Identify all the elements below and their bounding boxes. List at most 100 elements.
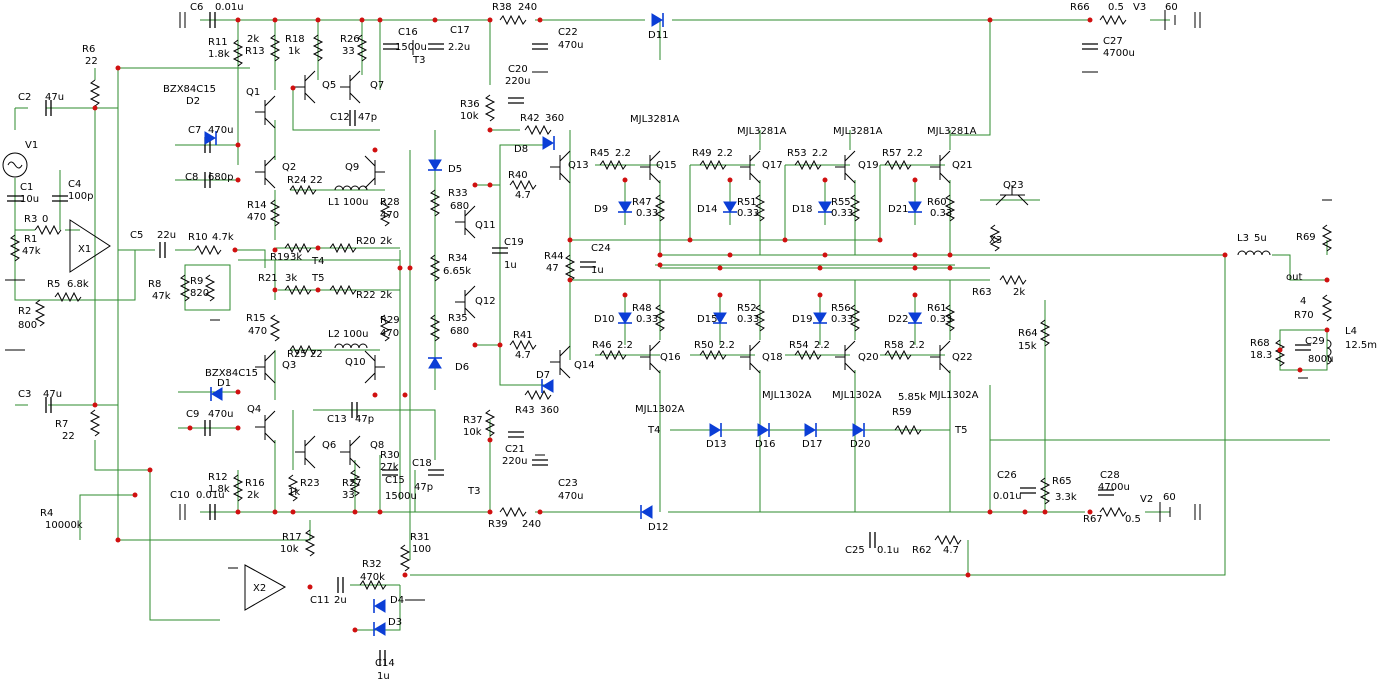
label-X3: X3: [989, 235, 1002, 246]
value-C21: 220u: [502, 456, 527, 467]
value-R40: 4.7: [515, 190, 531, 201]
value-C26: 0.01u: [993, 491, 1022, 502]
value-L2: 100u: [343, 329, 368, 340]
label-R50: R50: [694, 340, 714, 351]
value-C22: 470u: [558, 40, 583, 51]
value-C6: 0.01u: [215, 2, 244, 13]
label-T5a: T5: [311, 273, 324, 284]
value-R53: 2.2: [812, 148, 828, 159]
label-C26: C26: [997, 470, 1017, 481]
label-R38: R38: [492, 2, 512, 13]
label-D22: D22: [888, 314, 908, 325]
label-R16: R16: [245, 478, 265, 489]
label-C28: C28: [1100, 470, 1120, 481]
label-C13: C13: [327, 414, 347, 425]
label-R32: R32: [362, 559, 382, 570]
value-R44: 47: [546, 263, 559, 274]
value-R41: 4.7: [515, 350, 531, 361]
label-R63: R63: [972, 287, 992, 298]
value-C24: 1u: [591, 265, 604, 276]
label-R21: R21: [258, 273, 278, 284]
label-Q1: Q1: [246, 87, 260, 98]
value-R66: 0.5: [1108, 2, 1124, 13]
label-Q7: Q7: [370, 80, 384, 91]
label-R54: R54: [789, 340, 809, 351]
inductors: [334, 185, 1332, 365]
label-D16: D16: [755, 439, 775, 450]
value-C19: 1u: [504, 260, 517, 271]
label-X1: X1: [78, 244, 91, 255]
label-C9: C9: [186, 409, 199, 420]
label-X2: X2: [253, 583, 266, 594]
value-R25: 22: [310, 349, 323, 360]
value-C9: 470u: [208, 409, 233, 420]
label-C11: C11: [310, 595, 330, 606]
label-R12: R12: [208, 472, 228, 483]
label-C23: C23: [558, 478, 578, 489]
label-L2: L2: [328, 329, 340, 340]
label-D12: D12: [648, 522, 668, 533]
label-D7: D7: [536, 370, 550, 381]
label-C21: C21: [505, 444, 525, 455]
label-R34: R34: [448, 253, 468, 264]
value-R1: 47k: [22, 246, 41, 257]
value-R35: 680: [450, 326, 469, 337]
component-labels: C6 0.01u R38 240 R66 0.5 V3 60 R11 1.8k …: [18, 2, 1377, 682]
value-R49: 2.2: [717, 148, 733, 159]
label-R17: R17: [282, 532, 302, 543]
label-R61: R61: [927, 303, 947, 314]
label-MJL3281A-4: MJL3281A: [927, 126, 977, 137]
value-C20: 220u: [505, 76, 530, 87]
label-C2: C2: [18, 92, 31, 103]
label-Q8: Q8: [370, 440, 384, 451]
value-R3: 0: [42, 214, 48, 225]
label-D19: D19: [792, 314, 812, 325]
value-C2: 47u: [45, 92, 64, 103]
label-D3: D3: [388, 617, 402, 628]
value-R7: 22: [62, 431, 75, 442]
label-R28: R28: [380, 197, 400, 208]
value-R20: 2k: [380, 236, 392, 247]
label-D4: D4: [390, 595, 404, 606]
label-R2: R2: [18, 306, 31, 317]
label-R41: R41: [513, 330, 533, 341]
value-R30: 27k: [380, 462, 399, 473]
label-V1: V1: [25, 140, 38, 151]
value-R46: 2.2: [617, 340, 633, 351]
label-C5: C5: [130, 230, 143, 241]
value-R59: 5.85k: [898, 392, 926, 403]
label-R9: R9: [190, 276, 203, 287]
label-Q22: Q22: [952, 352, 973, 363]
label-D14: D14: [697, 204, 717, 215]
value-C3: 47u: [43, 389, 62, 400]
diodes: [204, 13, 922, 636]
label-C25: C25: [845, 545, 865, 556]
value-R19: 3k: [290, 252, 302, 263]
label-R70: R70: [1294, 310, 1314, 321]
value-R51: 0.33: [737, 208, 759, 219]
label-R24: R24: [287, 175, 307, 186]
value-R26: 33: [342, 46, 355, 57]
label-R13: R13: [245, 46, 265, 57]
label-Q10: Q10: [345, 357, 366, 368]
value-C8: 680p: [208, 172, 233, 183]
value-R8: 47k: [152, 291, 171, 302]
value-C29: 800u: [1308, 354, 1333, 365]
label-L4: L4: [1345, 326, 1357, 337]
label-R25: R25: [287, 349, 307, 360]
label-R43: R43: [515, 405, 535, 416]
value-R23: 1k: [288, 487, 300, 498]
label-Q15: Q15: [656, 160, 677, 171]
label-Q23: Q23: [1003, 180, 1024, 191]
value-R14: 470: [247, 212, 266, 223]
value-R11: 1.8k: [208, 49, 230, 60]
label-R45: R45: [590, 148, 610, 159]
value-R18: 1k: [288, 46, 300, 57]
label-BZX2: BZX84C15: [205, 368, 258, 379]
value-R60: 0.33: [930, 208, 952, 219]
label-R6: R6: [82, 44, 95, 55]
label-C29: C29: [1305, 336, 1325, 347]
label-R33: R33: [448, 188, 468, 199]
label-R49: R49: [692, 148, 712, 159]
